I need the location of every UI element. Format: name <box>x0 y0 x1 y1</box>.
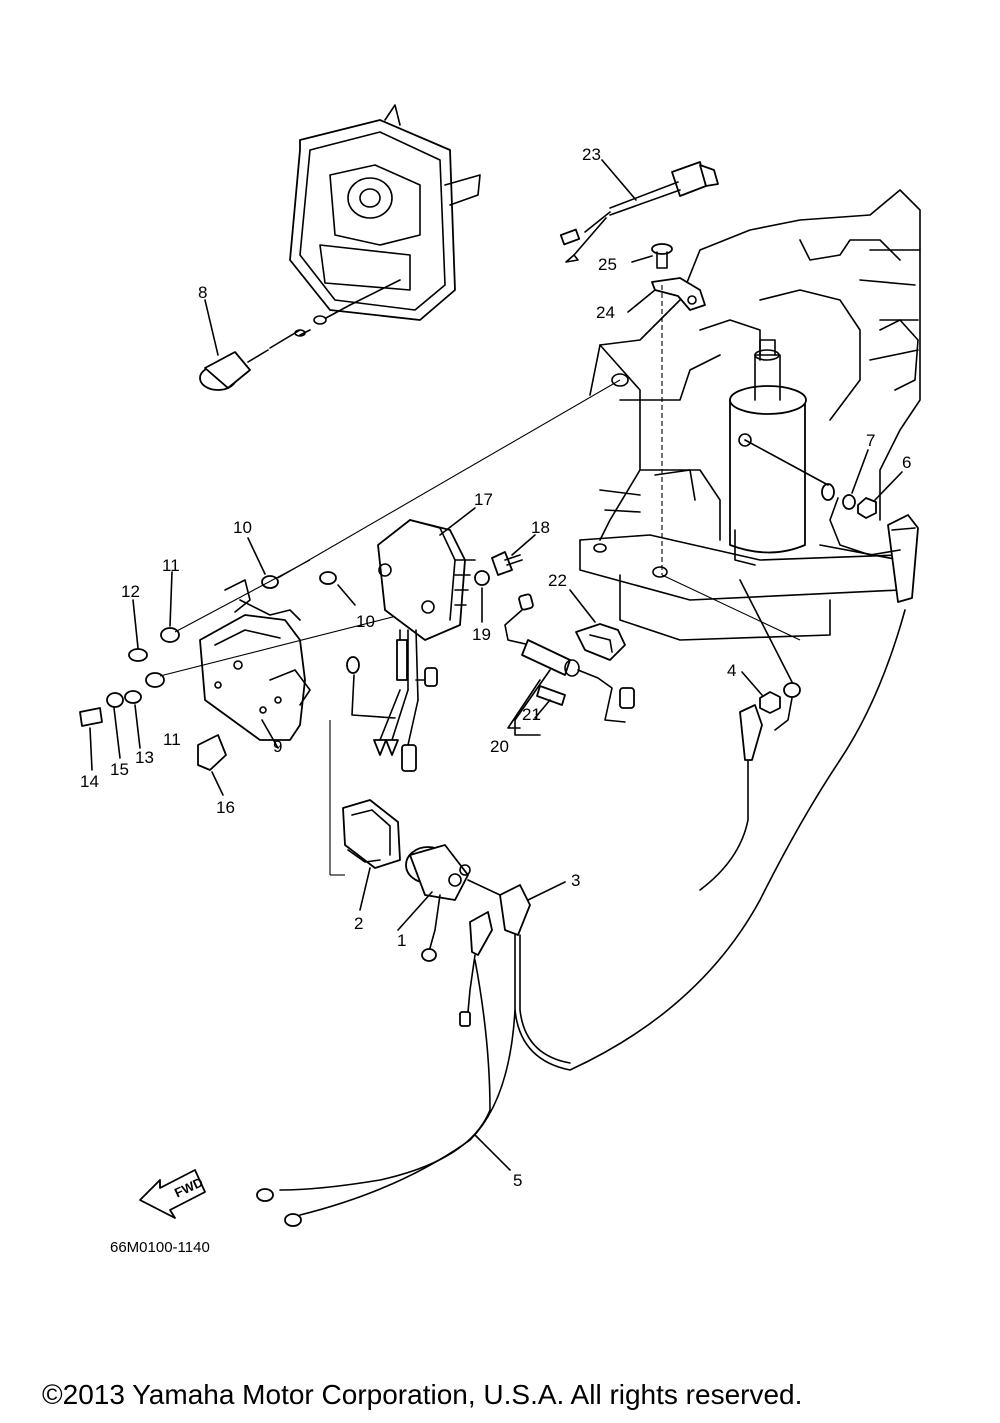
part-16-clip <box>197 734 227 796</box>
part-17-rectifier <box>346 507 476 772</box>
copyright-notice: ©2013 Yamaha Motor Corporation, U.S.A. A… <box>42 1379 802 1410</box>
callout-9: 9 <box>273 737 282 756</box>
engine-block <box>579 189 921 641</box>
callout-21: 21 <box>522 705 541 724</box>
callout-10-lower: 10 <box>356 612 375 631</box>
callout-16: 16 <box>216 798 235 817</box>
part-12-bolt <box>128 599 148 662</box>
part-8-housing-cover <box>289 104 481 321</box>
callout-7: 7 <box>866 431 875 450</box>
callout-15: 15 <box>110 760 129 779</box>
callout-17: 17 <box>474 490 493 509</box>
part-25-screw <box>631 243 673 269</box>
part-4-nut <box>741 671 781 714</box>
callout-1: 1 <box>397 931 406 950</box>
callout-19: 19 <box>472 625 491 644</box>
callout-labels: 1 2 3 4 5 6 7 8 9 10 10 11 11 12 13 14 1… <box>80 145 911 1190</box>
callout-5: 5 <box>513 1171 522 1190</box>
part-20-fuse-holder <box>504 593 635 736</box>
callout-14: 14 <box>80 772 99 791</box>
part-9-bracket <box>199 579 311 749</box>
part-2-relay-holder <box>342 799 401 911</box>
part-14-bolt <box>79 707 103 771</box>
part-3-cable-boot <box>459 879 566 1027</box>
callout-10-upper: 10 <box>233 518 252 537</box>
callout-6: 6 <box>902 453 911 472</box>
callout-25: 25 <box>598 255 617 274</box>
part-8-sender <box>199 279 401 391</box>
engine-cable-boot <box>739 439 919 731</box>
part-19-washer <box>474 570 490 623</box>
drawing-code: 66M0100-1140 <box>110 1239 210 1256</box>
forward-direction-arrow: FWD <box>139 1169 206 1219</box>
callout-4: 4 <box>727 661 736 680</box>
part-5-battery-cable <box>256 609 906 1227</box>
part-15-washer <box>106 692 124 759</box>
callout-11-upper: 11 <box>162 556 180 575</box>
part-1-starter-relay <box>397 844 471 962</box>
starter-motor <box>729 339 807 566</box>
callout-11-lower: 11 <box>163 730 181 749</box>
part-24-clamp <box>627 277 706 575</box>
callout-22: 22 <box>548 571 567 590</box>
part-11-collars <box>145 571 180 688</box>
part-22-clip <box>569 589 626 661</box>
callout-20-bracket <box>507 679 541 729</box>
callout-13: 13 <box>135 748 154 767</box>
part-23-sensor <box>559 159 719 263</box>
callout-23: 23 <box>582 145 601 164</box>
part-21-fuse <box>534 685 566 719</box>
part-18-screw <box>491 534 536 576</box>
callout-3: 3 <box>571 871 580 890</box>
callout-20: 20 <box>490 737 509 756</box>
part-7-washer <box>842 449 869 510</box>
part-6-nut <box>857 471 903 519</box>
callout-18: 18 <box>531 518 550 537</box>
assembly-guide-lines <box>159 379 801 876</box>
callout-12: 12 <box>121 582 140 601</box>
part-13-washer <box>124 690 142 749</box>
callout-24: 24 <box>596 303 615 322</box>
part-10-grommets <box>247 537 356 606</box>
callout-2: 2 <box>354 914 363 933</box>
callout-8: 8 <box>198 283 207 302</box>
